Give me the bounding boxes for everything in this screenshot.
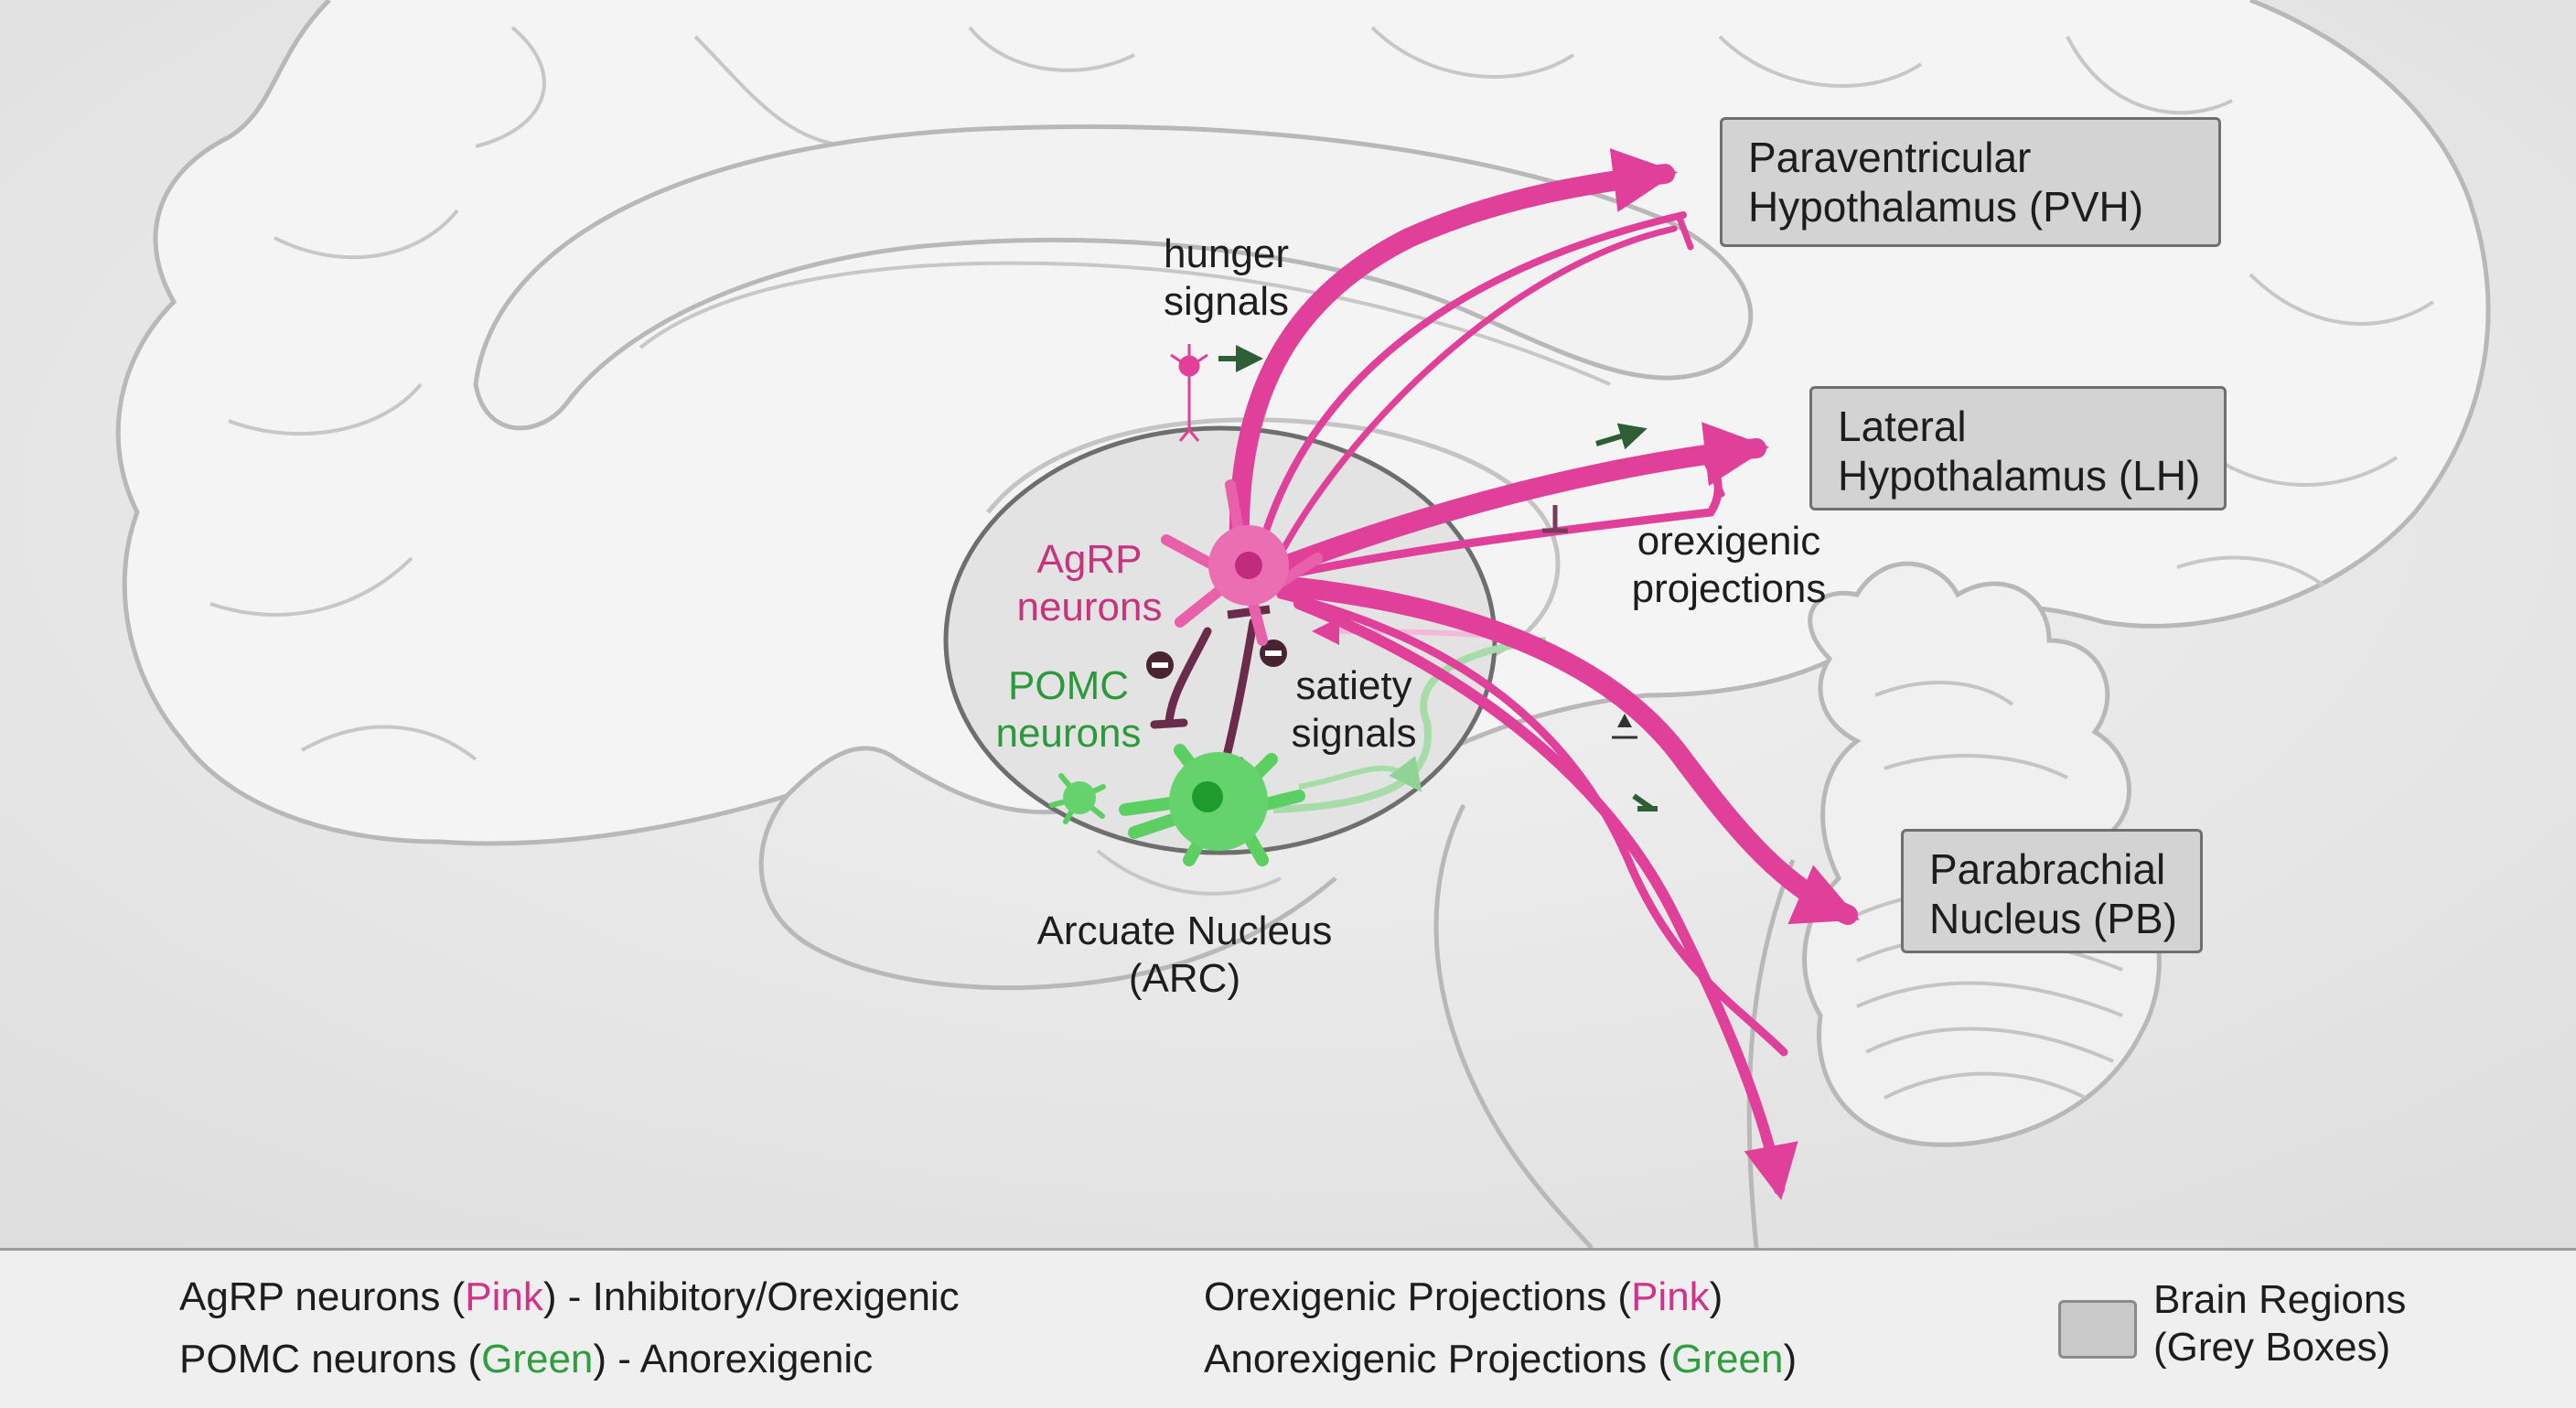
legend-anorexigenic: Anorexigenic Projections (Green)	[1204, 1336, 1797, 1383]
legend: AgRP neurons (Pink) - Inhibitory/Orexige…	[0, 1248, 2576, 1408]
legend-agrp-pre: AgRP neurons (	[179, 1274, 466, 1319]
legend-region-swatch	[2058, 1300, 2137, 1359]
region-pb: Parabrachial Nucleus (PB)	[1901, 829, 2203, 953]
legend-pomc-color: Green	[481, 1337, 594, 1381]
agrp-neurons-label: AgRP neurons	[1016, 537, 1163, 629]
temporal-lobe-outline	[758, 794, 1337, 991]
legend-pomc-post: ) - Anorexigenic	[593, 1337, 874, 1381]
agrp-neuron	[1161, 479, 1323, 646]
region-lh: Lateral Hypothalamus (LH)	[1809, 386, 2227, 511]
projection-to-pb	[1271, 575, 1860, 925]
synapse-icon	[1612, 714, 1658, 811]
satiety-feedback-arrow	[1272, 637, 1547, 813]
legend-anorexigenic-post: )	[1783, 1337, 1798, 1381]
legend-orexigenic: Orexigenic Projections (Pink)	[1204, 1274, 1723, 1321]
corpus-callosum	[473, 124, 1754, 431]
region-pvh: Paraventricular Hypothalamus (PVH)	[1720, 117, 2221, 247]
legend-anorexigenic-color: Green	[1671, 1337, 1784, 1381]
satiety-signals-label: satiety signals	[1291, 663, 1417, 756]
orexigenic-projections-label: orexigenic projections	[1631, 519, 1827, 611]
arcuate-nucleus-label: Arcuate Nucleus (ARC)	[1036, 908, 1333, 1001]
legend-pomc-pre: POMC neurons (	[179, 1337, 482, 1381]
legend-orexigenic-post: )	[1709, 1274, 1723, 1319]
legend-orexigenic-color: Pink	[1631, 1274, 1710, 1319]
legend-pomc: POMC neurons (Green) - Anorexigenic	[179, 1336, 873, 1383]
legend-brain-regions: Brain Regions (Grey Boxes)	[2153, 1277, 2407, 1370]
inhibition-minus-icon	[1146, 640, 1287, 679]
hunger-signals-label: hunger signals	[1164, 231, 1290, 324]
pomc-neuron	[1119, 744, 1305, 866]
projection-to-lh	[1271, 422, 1769, 577]
small-pomc-neuron	[1049, 773, 1106, 824]
projection-to-pvh	[1229, 148, 1678, 559]
projection-descending	[1293, 598, 1798, 1200]
legend-agrp-post: ) - Inhibitory/Orexigenic	[542, 1274, 960, 1319]
legend-orexigenic-pre: Orexigenic Projections (	[1204, 1274, 1632, 1319]
pomc-neurons-label: POMC neurons	[995, 663, 1142, 756]
legend-anorexigenic-pre: Anorexigenic Projections (	[1204, 1337, 1672, 1381]
hunger-neuron-icon	[1170, 344, 1208, 442]
legend-agrp: AgRP neurons (Pink) - Inhibitory/Orexige…	[179, 1274, 960, 1321]
legend-agrp-color: Pink	[465, 1274, 543, 1319]
